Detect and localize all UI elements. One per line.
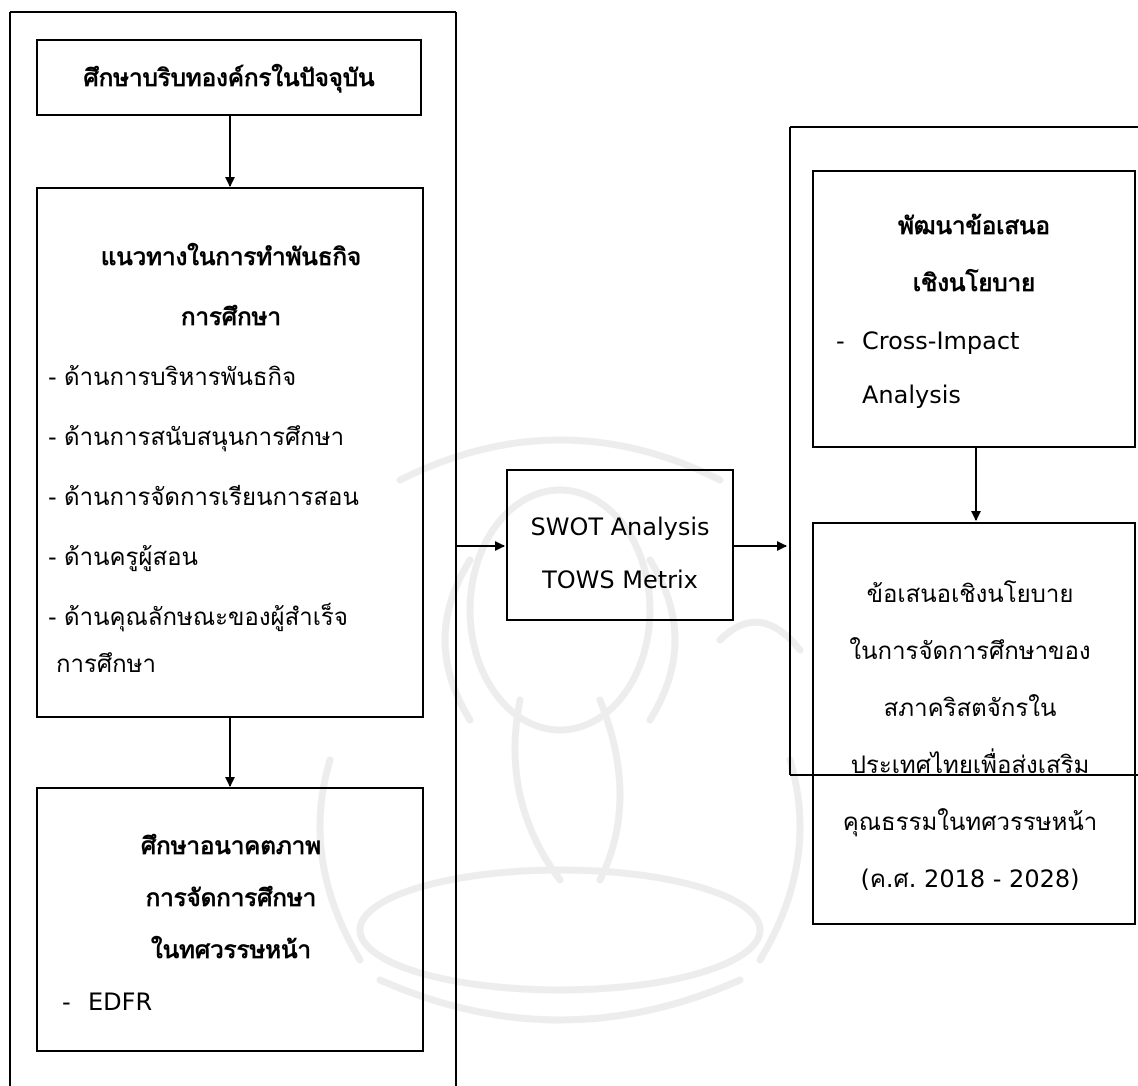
- current-context-box: [36, 39, 422, 116]
- mission-item-admin: ด้านการบริหารพันธกิจ: [64, 363, 297, 391]
- mission-item-bullet: -: [48, 363, 57, 391]
- recommendation-line1: ข้อเสนอเชิงนโยบาย: [866, 580, 1074, 608]
- mission-item-graduates: ด้านคุณลักษณะของผู้สำเร็จ: [64, 603, 348, 631]
- recommendation-line6: (ค.ศ. 2018 - 2028): [860, 865, 1080, 893]
- swot-box: [506, 469, 734, 621]
- future-item-bullet: -: [62, 988, 71, 1016]
- policy-dev-item-line1: Cross-Impact: [862, 327, 1020, 355]
- mission-item-graduates-cont: การศึกษา: [56, 650, 156, 678]
- policy-dev-title-line2: เชิงนโยบาย: [912, 269, 1036, 297]
- swot-line1: SWOT Analysis: [530, 513, 710, 541]
- policy-dev-box: [812, 170, 1136, 448]
- policy-dev-title-line1: พัฒนาข้อเสนอ: [898, 212, 1050, 240]
- future-title-line1: ศึกษาอนาคตภาพ: [140, 832, 322, 860]
- recommendation-line3: สภาคริสตจักรใน: [883, 694, 1057, 722]
- mission-title-line2: การศึกษา: [181, 303, 281, 331]
- recommendation-box: [812, 522, 1136, 925]
- future-item-edfr: EDFR: [88, 988, 153, 1016]
- future-title-line3: ในทศวรรษหน้า: [151, 936, 311, 964]
- policy-dev-item-line2: Analysis: [862, 381, 961, 409]
- mission-item-support: ด้านการสนับสนุนการศึกษา: [64, 423, 345, 451]
- future-title-line2: การจัดการศึกษา: [145, 884, 317, 912]
- mission-item-teaching: ด้านการจัดการเรียนการสอน: [64, 483, 359, 511]
- mission-box: [36, 187, 424, 718]
- current-context-label: ศึกษาบริบทองค์กรในปัจจุบัน: [83, 64, 375, 92]
- policy-dev-item-bullet: -: [836, 327, 845, 355]
- mission-item-bullet: -: [48, 603, 57, 631]
- mission-item-teachers: ด้านครูผู้สอน: [64, 543, 198, 571]
- recommendation-line4: ประเทศไทยเพื่อส่งเสริม: [850, 751, 1090, 779]
- mission-title-line1: แนวทางในการทำพันธกิจ: [100, 243, 362, 271]
- mission-item-bullet: -: [48, 543, 57, 571]
- mission-item-bullet: -: [48, 483, 57, 511]
- future-box: [36, 787, 424, 1052]
- recommendation-line2: ในการจัดการศึกษาของ: [849, 637, 1091, 665]
- recommendation-line5: คุณธรรมในทศวรรษหน้า: [842, 808, 1098, 836]
- mission-item-bullet: -: [48, 423, 57, 451]
- swot-line2: TOWS Metrix: [542, 566, 698, 594]
